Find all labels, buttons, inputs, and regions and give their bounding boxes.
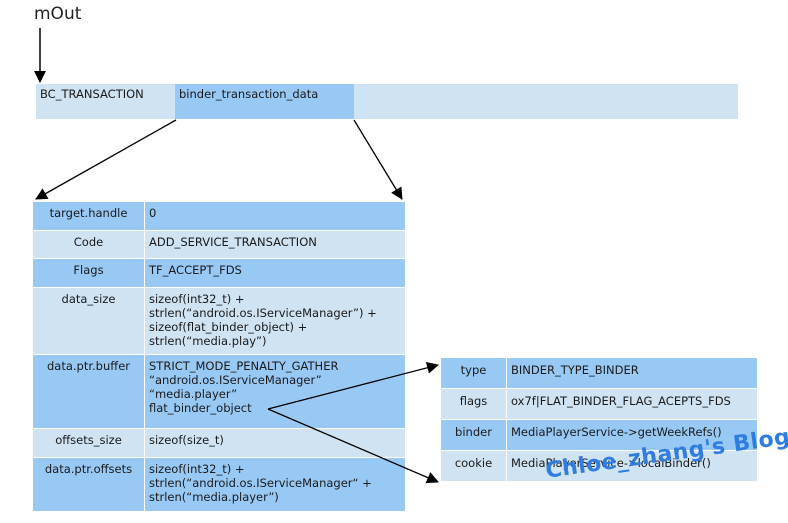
side-row-value: MediaPlayerService->localBinder() — [507, 451, 757, 482]
main-row-value: 0 — [145, 202, 405, 231]
arrow-data-to-table-right — [353, 119, 403, 200]
main-row-key: data.ptr.buffer — [33, 355, 145, 429]
side-row-key: cookie — [441, 451, 507, 482]
main-row-key: target.handle — [33, 202, 145, 231]
main-row-value: sizeof(int32_t) + strlen(“android.os.ISe… — [145, 288, 405, 355]
main-row-key: data_size — [33, 288, 145, 355]
side-row-value: ox7f|FLAT_BINDER_FLAG_ACEPTS_FDS — [507, 389, 757, 420]
bc-transaction-cell: BC_TRANSACTION — [36, 84, 175, 119]
arrow-data-to-table-left — [35, 119, 177, 200]
main-row-value: sizeof(size_t) — [145, 429, 405, 458]
main-row-key: data.ptr.offsets — [33, 458, 145, 512]
main-row-value: ADD_SERVICE_TRANSACTION — [145, 231, 405, 259]
side-row-value: MediaPlayerService->getWeekRefs() — [507, 420, 757, 451]
main-row-value: TF_ACCEPT_FDS — [145, 259, 405, 288]
side-row-key: type — [441, 358, 507, 389]
main-row-key: offsets_size — [33, 429, 145, 458]
main-row-value: STRICT_MODE_PENALTY_GATHER “android.os.I… — [145, 355, 405, 429]
main-row-value: sizeof(int32_t) + strlen(“android.os.ISe… — [145, 458, 405, 512]
side-row-value: BINDER_TYPE_BINDER — [507, 358, 757, 389]
binder-transaction-data-cell: binder_transaction_data — [175, 84, 354, 119]
arrow-obj-to-side-bottom — [267, 408, 439, 484]
side-row-key: flags — [441, 389, 507, 420]
diagram-title: mOut — [34, 4, 82, 24]
main-row-key: Code — [33, 231, 145, 259]
arrow-obj-to-side-top — [267, 361, 439, 410]
main-row-key: Flags — [33, 259, 145, 288]
side-row-key: binder — [441, 420, 507, 451]
